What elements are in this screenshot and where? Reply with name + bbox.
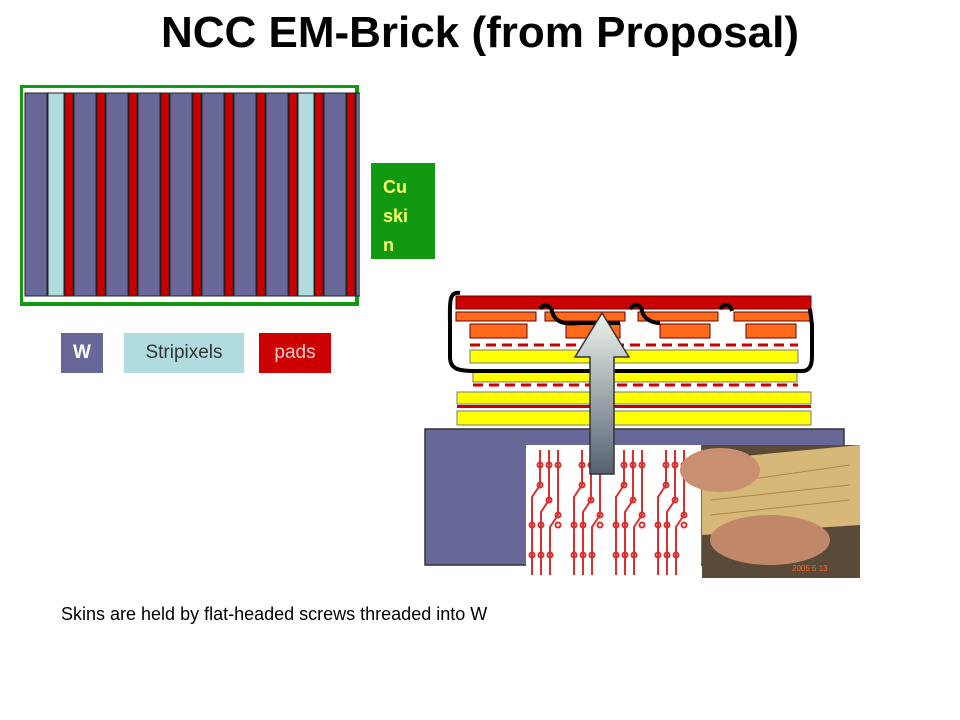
hand-holding-cable-photo: 2005 5 13 (680, 445, 860, 578)
circuit-via (579, 521, 587, 529)
circuit-via (638, 461, 646, 469)
circuit-via (587, 496, 595, 504)
circuit-via (663, 521, 671, 529)
circuit-via (662, 481, 670, 489)
brick-layer-8 (160, 92, 170, 297)
circuit-via (588, 551, 596, 559)
circuit-via (620, 481, 628, 489)
legend-pads: pads (259, 333, 331, 373)
brick-layer-1 (47, 92, 65, 297)
circuit-via (537, 551, 545, 559)
circuit-via (578, 461, 586, 469)
circuit-via (537, 521, 545, 529)
circuit-trace (675, 450, 685, 575)
circuit-trace (549, 450, 559, 575)
brick-layer-17 (297, 92, 315, 297)
circuit-via (621, 521, 629, 529)
brick-layer-15 (265, 92, 289, 297)
circuit-via (663, 551, 671, 559)
brick-layer-9 (169, 92, 193, 297)
circuit-via (672, 551, 680, 559)
brick-layer-4 (96, 92, 106, 297)
legend-stripixels: Stripixels (124, 333, 244, 373)
circuit-via (536, 461, 544, 469)
slide-caption: Skins are held by flat-headed screws thr… (61, 604, 488, 624)
photo-date-stamp: 2005 5 13 (792, 564, 828, 573)
brick-layer-3 (73, 92, 97, 297)
brick-layer-0 (24, 92, 48, 297)
circuit-trace (624, 450, 634, 575)
brick-layer-11 (201, 92, 225, 297)
circuit-via (528, 521, 536, 529)
circuit-via (554, 461, 562, 469)
circuit-via (630, 551, 638, 559)
brick-layer-14 (256, 92, 266, 297)
circuit-via (554, 521, 562, 529)
orange-strip-row (455, 311, 812, 322)
em-brick-cross-section (20, 85, 360, 306)
brick-layer-2 (64, 92, 74, 297)
circuit-via (545, 496, 553, 504)
circuit-trace (582, 450, 592, 575)
brick-layer-19 (323, 92, 347, 297)
brick-layer-12 (224, 92, 234, 297)
circuit-trace (591, 450, 601, 575)
circuit-via (578, 481, 586, 489)
orange-pad-row (469, 323, 797, 339)
cu-skin-label-line-3: n (383, 235, 394, 255)
circuit-trace (666, 450, 676, 575)
cu-skin-label-line-2: ski (383, 206, 409, 226)
circuit-via (620, 461, 628, 469)
circuit-via (638, 521, 646, 529)
brick-layer-6 (128, 92, 138, 297)
circuit-via (654, 551, 662, 559)
slide-title: NCC EM-Brick (from Proposal) (160, 8, 800, 57)
circuit-via (621, 551, 629, 559)
circuit-via (545, 461, 553, 469)
circuit-via (638, 511, 646, 519)
skin-bracket-outline (447, 290, 814, 373)
brick-layer-5 (105, 92, 129, 297)
circuit-via (629, 496, 637, 504)
circuit-via (671, 496, 679, 504)
circuit-via (570, 521, 578, 529)
yellow-layer-3 (456, 391, 812, 405)
brick-layer-21 (355, 92, 360, 297)
legend-tungsten: W (61, 333, 103, 373)
cu-skin-box: Cu ski n (371, 163, 435, 259)
up-arrow (573, 311, 631, 475)
circuit-via (680, 511, 688, 519)
cu-skin-label-line-1: Cu (383, 177, 407, 197)
circuit-trace (540, 450, 550, 575)
yellow-layer-1 (469, 349, 799, 364)
brick-layer-20 (346, 92, 356, 297)
circuit-via (654, 521, 662, 529)
yellow-layer-4 (456, 410, 812, 426)
circuit-via (596, 521, 604, 529)
circuit-trace (633, 450, 643, 575)
circuit-via (596, 511, 604, 519)
circuit-via (612, 521, 620, 529)
circuit-via (629, 461, 637, 469)
brick-layer-18 (314, 92, 324, 297)
circuit-via (554, 511, 562, 519)
readout-stack-diagram: 2005 5 13 (424, 290, 860, 578)
brick-layer-13 (233, 92, 257, 297)
circuit-via (528, 551, 536, 559)
circuit-via (546, 551, 554, 559)
circuit-via (662, 461, 670, 469)
circuit-via (570, 551, 578, 559)
brick-layer-10 (192, 92, 202, 297)
circuit-via (680, 521, 688, 529)
circuit-via (579, 551, 587, 559)
circuit-via (612, 551, 620, 559)
brick-layer-16 (288, 92, 298, 297)
brick-layer-7 (137, 92, 161, 297)
circuit-via (536, 481, 544, 489)
circuit-via (671, 461, 679, 469)
